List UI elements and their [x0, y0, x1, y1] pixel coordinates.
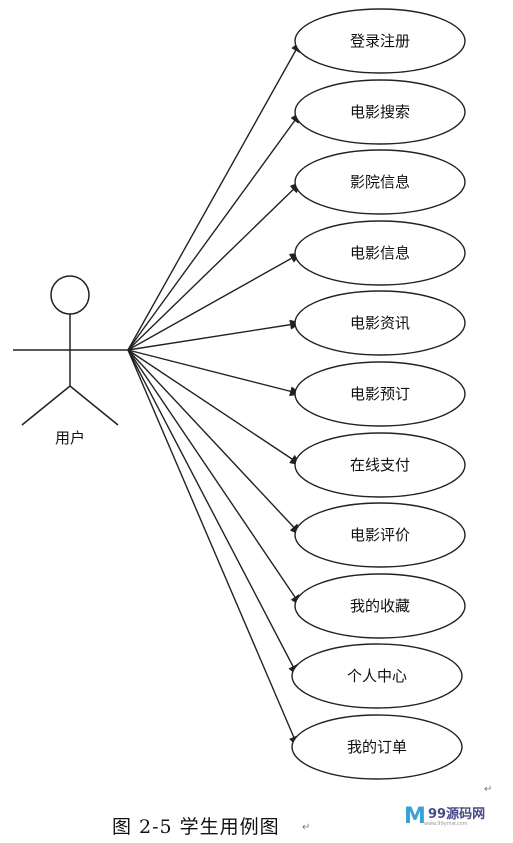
use-case: 在线支付	[294, 432, 466, 498]
actor-right-leg	[69, 385, 119, 426]
actor-left-leg	[21, 385, 71, 426]
use-case-ellipse	[294, 361, 466, 427]
association-arrow	[127, 349, 302, 607]
association-arrow	[127, 349, 302, 466]
use-case-label: 影院信息	[350, 173, 410, 191]
association-arrow	[127, 252, 302, 351]
association-arrow	[127, 181, 302, 351]
association-arrows	[127, 40, 302, 748]
watermark-name: 99源码网	[428, 807, 486, 822]
page-pilcrow: ↵	[484, 784, 493, 795]
watermark: M 99源码网 www.99ymw.com	[404, 800, 504, 832]
use-case-ellipse	[294, 8, 466, 74]
use-case-label: 电影评价	[350, 526, 410, 544]
actor-head	[50, 275, 90, 315]
use-case-ellipse	[294, 502, 466, 568]
actor-label: 用户	[55, 429, 85, 447]
watermark-logo: M	[404, 804, 426, 829]
figure-caption: 图 2-5 学生用例图	[112, 816, 280, 838]
use-case-label: 登录注册	[350, 32, 410, 50]
use-case-ellipse	[294, 432, 466, 498]
use-case-label: 电影搜索	[350, 103, 410, 121]
use-case: 登录注册	[294, 8, 466, 74]
use-case-label: 在线支付	[350, 456, 410, 474]
use-case-label: 电影信息	[350, 244, 410, 262]
use-case-label: 我的收藏	[350, 597, 410, 615]
watermark-url: www.99ymw.com	[424, 821, 468, 827]
use-case: 电影搜索	[294, 79, 466, 145]
association-arrow	[127, 349, 299, 748]
use-case-ellipse	[294, 79, 466, 145]
association-arrow	[127, 349, 299, 677]
association-arrow	[127, 319, 302, 351]
association-arrow	[127, 349, 302, 397]
association-arrow	[127, 111, 302, 351]
use-case-ellipse	[294, 573, 466, 639]
actor-user: 用户	[13, 275, 128, 447]
use-case: 电影评价	[294, 502, 466, 568]
use-case-ellipse	[291, 714, 463, 780]
use-case: 电影信息	[294, 220, 466, 286]
association-arrow	[127, 349, 302, 536]
use-case-ellipse	[294, 290, 466, 356]
use-case-label: 我的订单	[347, 738, 407, 756]
use-case: 我的收藏	[294, 573, 466, 639]
use-case-label: 个人中心	[347, 667, 407, 685]
use-case: 电影资讯	[294, 290, 466, 356]
use-case-ellipse	[294, 149, 466, 215]
use-case-label: 电影资讯	[350, 314, 410, 332]
use-case-ellipse	[294, 220, 466, 286]
use-case-label: 电影预订	[350, 385, 410, 403]
use-case: 个人中心	[291, 643, 463, 709]
use-case-list: 登录注册电影搜索影院信息电影信息电影资讯电影预订在线支付电影评价我的收藏个人中心…	[291, 8, 466, 780]
use-case-ellipse	[291, 643, 463, 709]
use-case: 影院信息	[294, 149, 466, 215]
use-case: 我的订单	[291, 714, 463, 780]
caption-pilcrow: ↵	[302, 822, 311, 833]
use-case: 电影预订	[294, 361, 466, 427]
association-arrow	[127, 40, 302, 351]
